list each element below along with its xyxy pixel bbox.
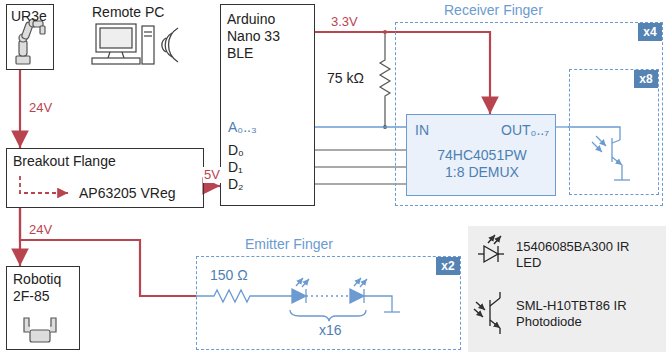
legend-entry: SML-H10TBT86 IR Photodiode: [516, 298, 656, 331]
finger-group: Receiver Fingerx4INOUT₀..₇74HC4051PW 1:8…: [395, 22, 663, 206]
node-label: UR3e: [11, 8, 47, 25]
sensor-group: x8: [569, 69, 659, 195]
count-label: x16: [319, 322, 342, 339]
pin-name: D₀: [228, 142, 244, 159]
pullup-resistor-symbol: [380, 30, 390, 129]
demux-chip: IN OUT₀..₇ 74HC4051PW 1:8 DEMUX: [406, 114, 556, 196]
pin-name: D₁: [228, 159, 243, 176]
wire-connector: [315, 126, 406, 127]
device-label: Remote PC: [92, 4, 164, 21]
computer-icon: [92, 24, 154, 64]
wire-connector: [315, 149, 406, 150]
voltage-label: 5V: [203, 167, 221, 183]
gripper-box: Robotiq 2F-85: [6, 266, 80, 350]
vreg-feed-line: [20, 176, 68, 193]
node-label: Robotiq 2F-85: [13, 271, 73, 305]
voltage-label: 24V: [28, 100, 53, 116]
pin-name: D₂: [228, 176, 244, 193]
voltage-label: 24V: [28, 222, 53, 238]
node-label: 74HC4051PW 1:8 DEMUX: [429, 147, 535, 181]
pin-name: A₀..₃: [228, 119, 257, 136]
gripper-icon: [24, 318, 56, 342]
wire-connector: [315, 32, 490, 114]
controller-box: Arduino Nano 33 BLE: [220, 4, 315, 206]
node-label: Arduino Nano 33 BLE: [227, 11, 307, 61]
resistor-value: 150 Ω: [210, 267, 248, 284]
wire-connector: [315, 183, 406, 184]
wire-connector: [556, 126, 569, 127]
flange-box: Breakout FlangeAP63205 VReg: [6, 148, 204, 208]
multiplicity-badge: x8: [634, 70, 658, 88]
emitter-led-chain: [196, 278, 400, 321]
robot-arm-icon: [16, 19, 45, 64]
resistor-value: 75 kΩ: [327, 70, 364, 87]
wire-connector: [315, 166, 406, 167]
multiplicity-badge: x2: [436, 257, 460, 275]
voltage-label: 3.3V: [330, 14, 359, 30]
robot-box: UR3e: [6, 4, 54, 70]
wireless-symbol: [162, 28, 178, 62]
legend-panel: [468, 226, 666, 352]
node-label: AP63205 VReg: [79, 185, 176, 202]
group-heading: Receiver Finger: [444, 2, 543, 19]
group-heading: Emitter Finger: [245, 236, 333, 253]
legend-photodiode-symbol: [474, 292, 500, 334]
multiplicity-badge: x4: [638, 23, 662, 41]
photodiode-symbol: [568, 127, 630, 180]
node-label: Breakout Flange: [13, 153, 116, 170]
wire-connector: [19, 70, 21, 148]
legend-led-symbol: [478, 235, 504, 262]
legend-entry: 15406085BA300 IR LED: [516, 239, 656, 272]
node-label: IN: [415, 122, 429, 139]
wire-connector: [204, 185, 220, 187]
node-label: OUT₀..₇: [501, 122, 549, 139]
